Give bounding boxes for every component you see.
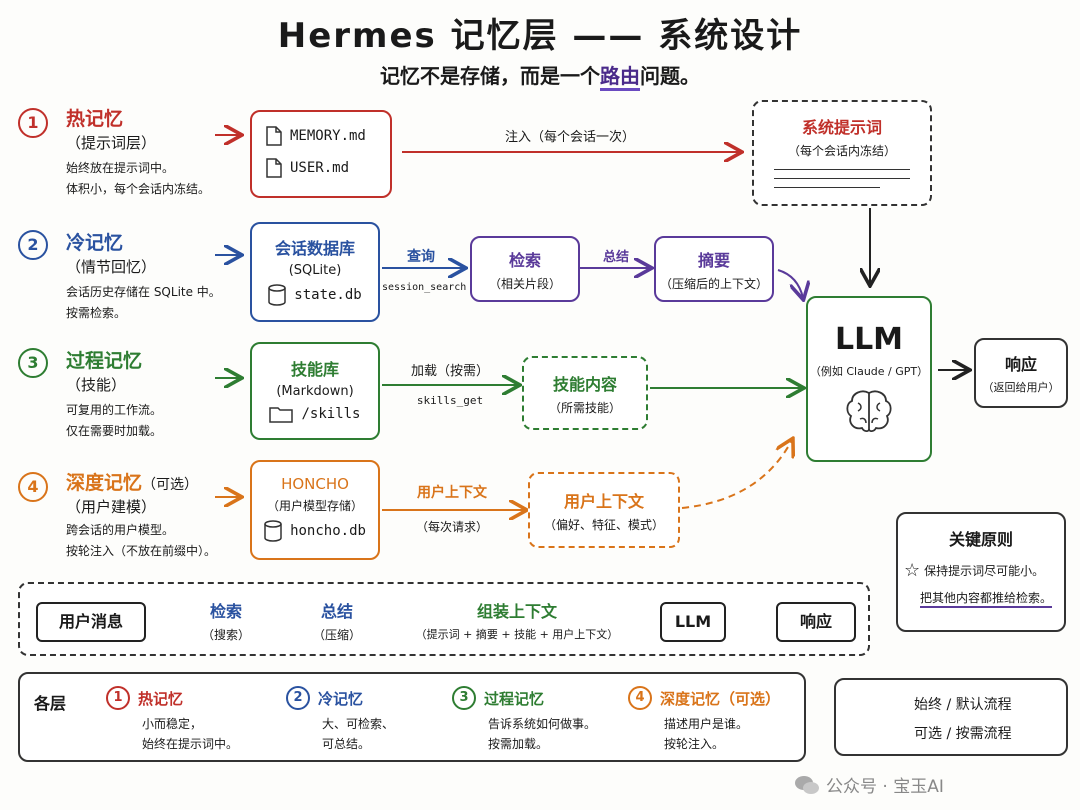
file-icon bbox=[266, 158, 282, 178]
llm-sub: （例如 Claude / GPT） bbox=[809, 364, 929, 378]
line-legend-solid-label: 始终 / 默认流程 bbox=[914, 697, 1012, 713]
legend-item-cold: 2 冷记忆 大、可检索、可总结。 bbox=[286, 686, 394, 754]
honcho-db-file: honcho.db bbox=[264, 519, 366, 542]
hot-files-box: MEMORY.md USER.md bbox=[250, 110, 392, 198]
layer-4-title: 深度记忆（可选） bbox=[66, 472, 199, 494]
llm-title: LLM bbox=[834, 321, 904, 357]
skills-dir: /skills bbox=[269, 405, 361, 423]
star-icon: ☆ bbox=[904, 560, 921, 581]
page-title: Hermes 记忆层 —— 系统设计 bbox=[277, 16, 803, 56]
user-ctx-arrow-sub: （每次请求） bbox=[415, 520, 488, 534]
summary-box: 摘要 （压缩后的上下文） bbox=[654, 236, 774, 302]
query-label: 查询 bbox=[407, 249, 435, 265]
session-search-label: session_search bbox=[382, 282, 467, 293]
layer-2-name: 冷记忆 bbox=[66, 232, 124, 254]
layer-1-sub: （提示词层） bbox=[66, 134, 157, 152]
skill-content-box: 技能内容 （所需技能） bbox=[522, 356, 648, 430]
user-ctx-sub: （偏好、特征、模式） bbox=[543, 517, 664, 532]
llm-box: LLM （例如 Claude / GPT） bbox=[806, 296, 932, 462]
skills-lib-title: 技能库 bbox=[290, 359, 339, 379]
honcho-title: HONCHO bbox=[281, 474, 349, 493]
brain-icon bbox=[844, 389, 894, 437]
load-label: 加载（按需） bbox=[410, 364, 489, 379]
layer-2-desc: 会话历史存储在 SQLite 中。按需检索。 bbox=[66, 285, 221, 320]
skills-lib-box: 技能库 (Markdown) /skills bbox=[250, 342, 380, 440]
inject-label: 注入（每个会话一次） bbox=[504, 130, 635, 145]
retrieve-box: 检索 （相关片段） bbox=[470, 236, 580, 302]
user-ctx-arrow-label: 用户上下文 bbox=[417, 485, 487, 501]
response-sub: （返回给用户） bbox=[982, 381, 1060, 394]
honcho-box: HONCHO （用户模型存储） honcho.db bbox=[250, 460, 380, 560]
system-prompt-title: 系统提示词 bbox=[801, 118, 882, 137]
summary-title: 摘要 bbox=[697, 250, 730, 270]
flow-assemble: 组装上下文 （提示词 + 摘要 + 技能 + 用户上下文） bbox=[415, 602, 619, 641]
layer-2-number: 2 bbox=[18, 230, 48, 260]
retrieve-sub: （相关片段） bbox=[488, 276, 561, 291]
flow-response: 响应 bbox=[776, 602, 856, 642]
layer-3-number: 3 bbox=[18, 348, 48, 378]
legend-item-deep: 4 深度记忆（可选） 描述用户是谁。按轮注入。 bbox=[628, 686, 780, 754]
skill-content-sub: （所需技能） bbox=[548, 400, 621, 415]
honcho-sub: （用户模型存储） bbox=[266, 498, 363, 513]
skill-content-title: 技能内容 bbox=[552, 374, 617, 394]
watermark: 公众号 · 宝玉AI bbox=[794, 772, 944, 797]
layer-1-desc: 始终放在提示词中。体积小，每个会话内冻结。 bbox=[66, 161, 211, 196]
summarize-label: 总结 bbox=[602, 250, 629, 265]
layer-3-sub: （技能） bbox=[66, 376, 127, 394]
database-icon bbox=[264, 519, 282, 542]
skills-get-label: skills_get bbox=[416, 394, 484, 407]
key-principle-line2: 把其他内容都推给检索。 bbox=[920, 589, 1053, 608]
arrow-deep-llm bbox=[681, 440, 792, 509]
layers-legend-box bbox=[18, 672, 806, 762]
response-title: 响应 bbox=[1004, 355, 1037, 374]
state-db-file: state.db bbox=[268, 283, 362, 306]
layers-legend-heading: 各层 bbox=[34, 694, 67, 713]
layer-1-name: 热记忆 bbox=[66, 108, 124, 130]
legend-item-hot: 1 热记忆 小而稳定，始终在提示词中。 bbox=[106, 686, 238, 754]
memory-file: MEMORY.md bbox=[266, 126, 376, 146]
layer-3-name: 过程记忆 bbox=[66, 350, 143, 372]
summary-sub: （压缩后的上下文） bbox=[659, 276, 768, 291]
key-principle-line1: ☆ 保持提示词尽可能小。 bbox=[904, 560, 1045, 581]
retrieve-title: 检索 bbox=[508, 250, 541, 270]
line-legend-box bbox=[834, 678, 1068, 756]
arrow-summary-llm bbox=[777, 269, 803, 298]
skills-lib-sub: (Markdown) bbox=[276, 383, 354, 399]
file-icon bbox=[266, 126, 282, 146]
layer-4-sub: （用户建模） bbox=[66, 498, 157, 516]
legend-item-proc: 3 过程记忆 告诉系统如何做事。按需加载。 bbox=[452, 686, 596, 754]
user-ctx-title: 用户上下文 bbox=[563, 491, 644, 511]
layer-4-number: 4 bbox=[18, 472, 48, 502]
session-db-title: 会话数据库 bbox=[274, 238, 355, 258]
response-box: 响应 （返回给用户） bbox=[974, 338, 1068, 408]
layer-1-number: 1 bbox=[18, 108, 48, 138]
flow-llm: LLM bbox=[660, 602, 726, 642]
flow-container bbox=[18, 582, 870, 656]
layer-2-sub: （情节回忆） bbox=[66, 258, 157, 276]
session-db-box: 会话数据库 (SQLite) state.db bbox=[250, 222, 380, 322]
key-principle-title: 关键原则 bbox=[948, 530, 1013, 549]
folder-icon bbox=[269, 405, 294, 423]
database-icon bbox=[268, 283, 287, 306]
flow-summarize: 总结 （压缩） bbox=[312, 602, 361, 642]
system-prompt-sub: （每个会话内冻结） bbox=[787, 144, 896, 158]
key-principle-box: 关键原则 ☆ 保持提示词尽可能小。 把其他内容都推给检索。 bbox=[896, 512, 1066, 632]
layer-3-desc: 可复用的工作流。仅在需要时加载。 bbox=[66, 403, 163, 438]
system-prompt-box: 系统提示词 （每个会话内冻结） bbox=[752, 100, 932, 206]
flow-retrieve: 检索 （搜索） bbox=[201, 602, 250, 642]
line-legend-dashed-label: 可选 / 按需流程 bbox=[914, 726, 1012, 742]
session-db-sub: (SQLite) bbox=[288, 262, 342, 278]
page-subtitle: 记忆不是存储，而是一个路由问题。 bbox=[0, 60, 1080, 91]
user-file: USER.md bbox=[266, 158, 376, 178]
layer-4-desc: 跨会话的用户模型。按轮注入（不放在前缀中）。 bbox=[66, 523, 217, 558]
user-ctx-box: 用户上下文 （偏好、特征、模式） bbox=[528, 472, 680, 548]
wechat-icon bbox=[794, 774, 820, 796]
flow-user-message: 用户消息 bbox=[36, 602, 146, 642]
